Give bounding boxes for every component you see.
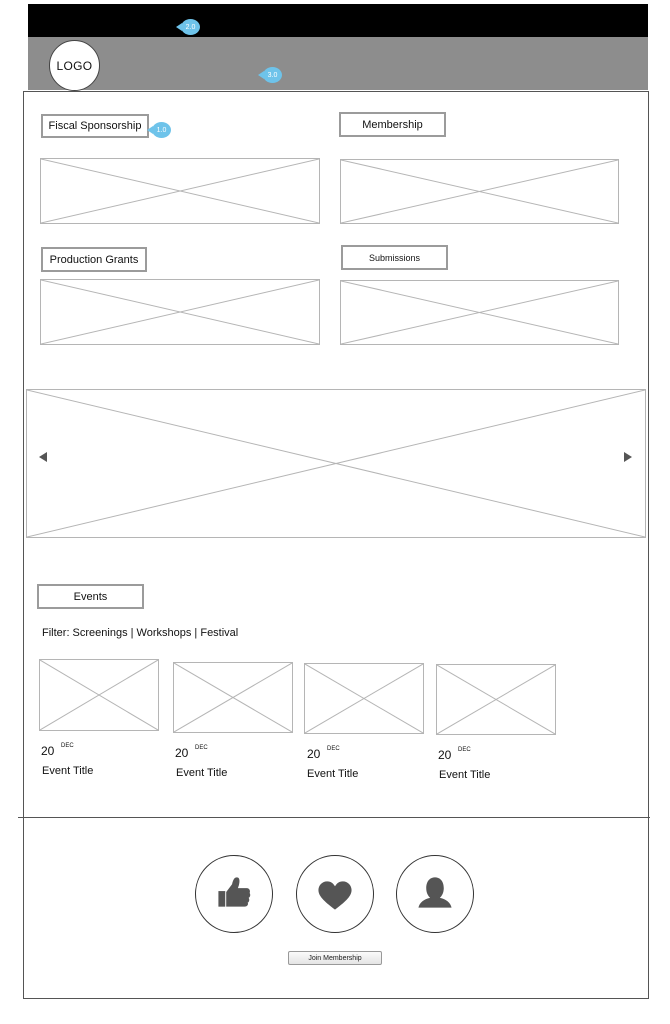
profile-button[interactable]	[396, 855, 474, 933]
section-divider	[18, 817, 650, 818]
production-grants-image	[40, 279, 320, 345]
like-button[interactable]	[195, 855, 273, 933]
event-month: DEC	[327, 746, 340, 752]
heart-icon	[318, 881, 352, 910]
logo[interactable]: LOGO	[49, 40, 100, 91]
fiscal-sponsorship-image	[40, 158, 320, 224]
annotation-marker: 1.0	[147, 122, 171, 138]
event-month: DEC	[458, 747, 471, 753]
navigation-bar	[28, 37, 648, 90]
event-image[interactable]	[39, 659, 159, 731]
event-title[interactable]: Event Title	[307, 768, 359, 780]
annotation-marker: 2.0	[176, 19, 200, 35]
event-day: 20	[438, 748, 452, 762]
event-title[interactable]: Event Title	[42, 765, 94, 777]
event-image[interactable]	[304, 663, 424, 734]
submissions-heading[interactable]: Submissions	[341, 245, 448, 270]
thumbs-up-icon	[218, 877, 251, 907]
hero-carousel[interactable]	[26, 389, 646, 538]
carousel-prev-icon[interactable]	[39, 452, 47, 462]
event-day: 20	[307, 747, 321, 761]
event-month: DEC	[61, 743, 74, 749]
submissions-image	[340, 280, 619, 345]
fiscal-sponsorship-heading[interactable]: Fiscal Sponsorship	[41, 114, 149, 138]
event-image[interactable]	[173, 662, 293, 733]
event-title[interactable]: Event Title	[176, 767, 228, 779]
production-grants-heading[interactable]: Production Grants	[41, 247, 147, 272]
membership-image	[340, 159, 619, 224]
carousel-next-icon[interactable]	[624, 452, 632, 462]
event-day: 20	[41, 744, 55, 758]
footer	[23, 818, 649, 999]
join-membership-button[interactable]: Join Membership	[288, 951, 382, 965]
event-month: DEC	[195, 745, 208, 751]
events-heading[interactable]: Events	[37, 584, 144, 609]
membership-heading[interactable]: Membership	[339, 112, 446, 137]
events-filter[interactable]: Filter: Screenings | Workshops | Festiva…	[42, 627, 239, 639]
event-day: 20	[175, 746, 189, 760]
person-icon	[418, 877, 452, 908]
event-title[interactable]: Event Title	[439, 769, 491, 781]
annotation-marker: 3.0	[258, 67, 282, 83]
favorite-button[interactable]	[296, 855, 374, 933]
top-bar	[28, 4, 648, 37]
event-image[interactable]	[436, 664, 556, 735]
main-content	[23, 91, 649, 818]
